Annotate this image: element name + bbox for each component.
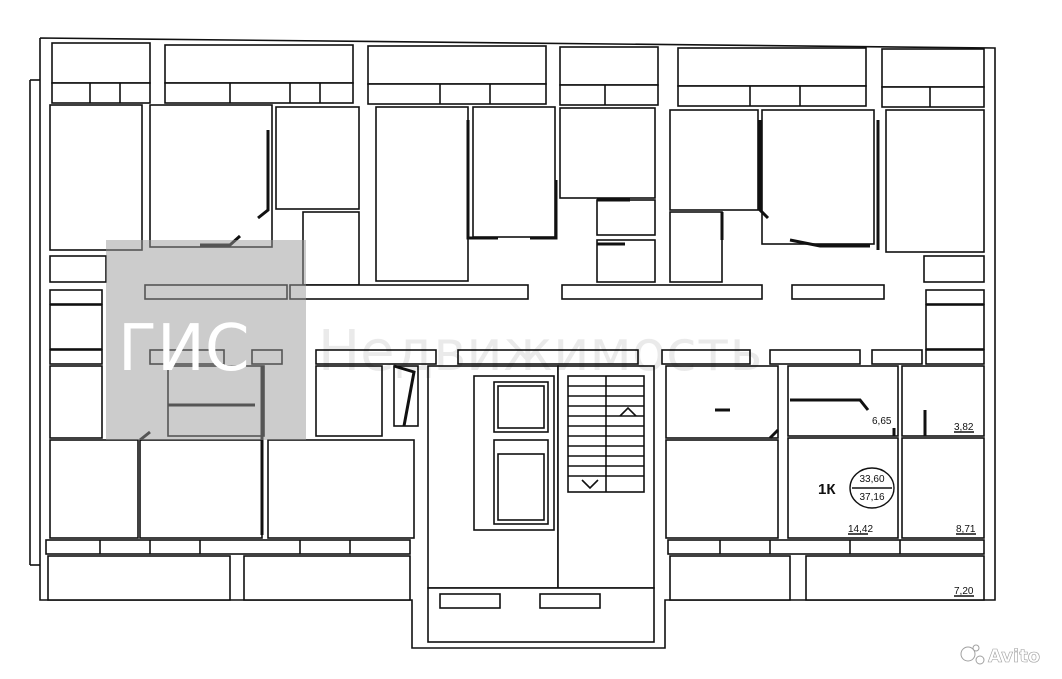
- bottom-loggias: [47, 555, 985, 601]
- watermark-box: [106, 240, 306, 440]
- bathroom-area: 3,82: [954, 422, 974, 433]
- central-core: [427, 365, 655, 643]
- avito-logo-icon: [960, 646, 976, 662]
- kitchen-area: 8,71: [956, 524, 976, 535]
- room-area-labels: 6,65 3,82 14,42 8,71 7,20: [848, 416, 976, 597]
- watermark-box-text: ГИС: [118, 312, 250, 386]
- living-area-value: 33,60: [859, 474, 884, 485]
- lower-rooms: [49, 365, 985, 539]
- avito-watermark: Avito: [960, 644, 1040, 667]
- bottom-window-strips: [45, 539, 985, 555]
- upper-rooms: [49, 104, 985, 286]
- watermark-text: Недвижимость: [318, 319, 762, 384]
- watermark: ГИС Недвижимость: [106, 240, 762, 440]
- top-loggias: [51, 42, 985, 88]
- corridor-area: 6,65: [872, 416, 892, 427]
- total-area-value: 37,16: [859, 492, 884, 503]
- loggia-area: 7,20: [954, 586, 974, 597]
- apartment-type-label: 1К: [818, 481, 836, 498]
- living-room-area: 14,42: [848, 524, 873, 535]
- avito-watermark-text: Avito: [988, 646, 1040, 667]
- upper-door-marks: [200, 120, 880, 250]
- apartment-label: 1К 33,60 37,16: [818, 467, 895, 509]
- top-window-strips: [51, 82, 985, 108]
